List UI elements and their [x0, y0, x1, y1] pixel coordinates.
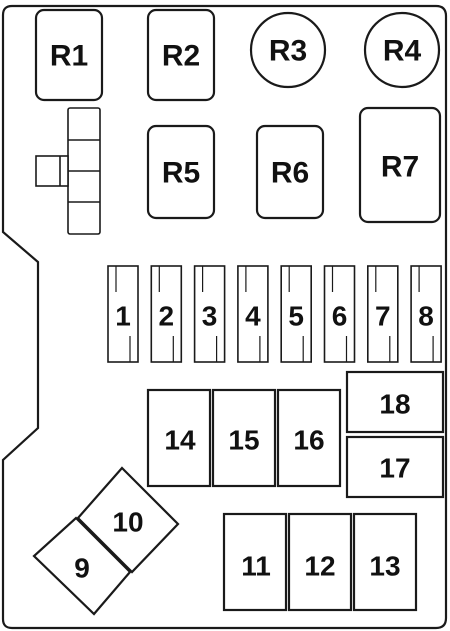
large-fuse-14: 14 — [146, 388, 212, 488]
relay-r1-label: R1 — [50, 40, 88, 73]
small-fuse-4: 4 — [237, 265, 269, 363]
relay-r6: R6 — [255, 124, 325, 220]
relay-r7-label: R7 — [381, 151, 419, 184]
fuse-17-label: 17 — [379, 453, 410, 484]
relay-r3: R3 — [249, 11, 327, 89]
fuse-8-label: 8 — [418, 301, 434, 332]
small-fuse-2: 2 — [150, 265, 183, 363]
large-fuse-15: 15 — [211, 388, 277, 488]
fuse-11-label: 11 — [241, 551, 271, 582]
fuse-18-label: 18 — [379, 389, 410, 420]
relay-r7: R7 — [358, 106, 442, 224]
large-fuse-16: 16 — [276, 388, 342, 488]
large-fuse-13: 13 — [352, 512, 418, 612]
fuse-15-label: 15 — [228, 425, 259, 456]
relay-r1: R1 — [34, 8, 104, 102]
fuse-13-label: 13 — [369, 551, 400, 582]
fuse-2-label: 2 — [159, 301, 175, 332]
fuse-5-label: 5 — [288, 301, 304, 332]
small-fuse-7: 7 — [366, 265, 399, 363]
large-fuse-17: 17 — [345, 435, 445, 499]
relay-r5-label: R5 — [162, 157, 200, 190]
large-fuse-18: 18 — [345, 370, 445, 434]
fuse-4-label: 4 — [245, 301, 261, 332]
fuse-10-label: 10 — [112, 507, 143, 538]
small-fuse-8: 8 — [410, 265, 442, 363]
fuse-7-label: 7 — [375, 301, 391, 332]
small-fuse-3: 3 — [193, 265, 226, 363]
relay-r4-label: R4 — [383, 35, 422, 68]
small-fuse-6: 6 — [323, 265, 356, 363]
fuse-3-label: 3 — [202, 301, 218, 332]
large-fuse-11: 11 — [222, 512, 288, 612]
connector-block — [35, 107, 101, 235]
fuse-1-label: 1 — [115, 301, 131, 332]
fuse-14-label: 14 — [164, 425, 196, 456]
fuse-9-label: 9 — [74, 553, 90, 584]
diamond-fuse-10: 10 — [76, 466, 180, 574]
relay-r2: R2 — [146, 8, 216, 102]
small-fuse-5: 5 — [280, 265, 313, 363]
relay-r5: R5 — [146, 124, 216, 220]
fuse-12-label: 12 — [304, 551, 335, 582]
relay-r2-label: R2 — [162, 40, 200, 73]
fuse-6-label: 6 — [332, 301, 348, 332]
small-fuse-1: 1 — [107, 265, 139, 363]
diamond-fuse-9: 9 — [32, 516, 132, 616]
fuse-16-label: 16 — [293, 425, 324, 456]
relay-r3-label: R3 — [269, 35, 307, 68]
large-fuse-12: 12 — [287, 512, 353, 612]
relay-r6-label: R6 — [271, 157, 309, 190]
relay-r4: R4 — [363, 11, 441, 89]
